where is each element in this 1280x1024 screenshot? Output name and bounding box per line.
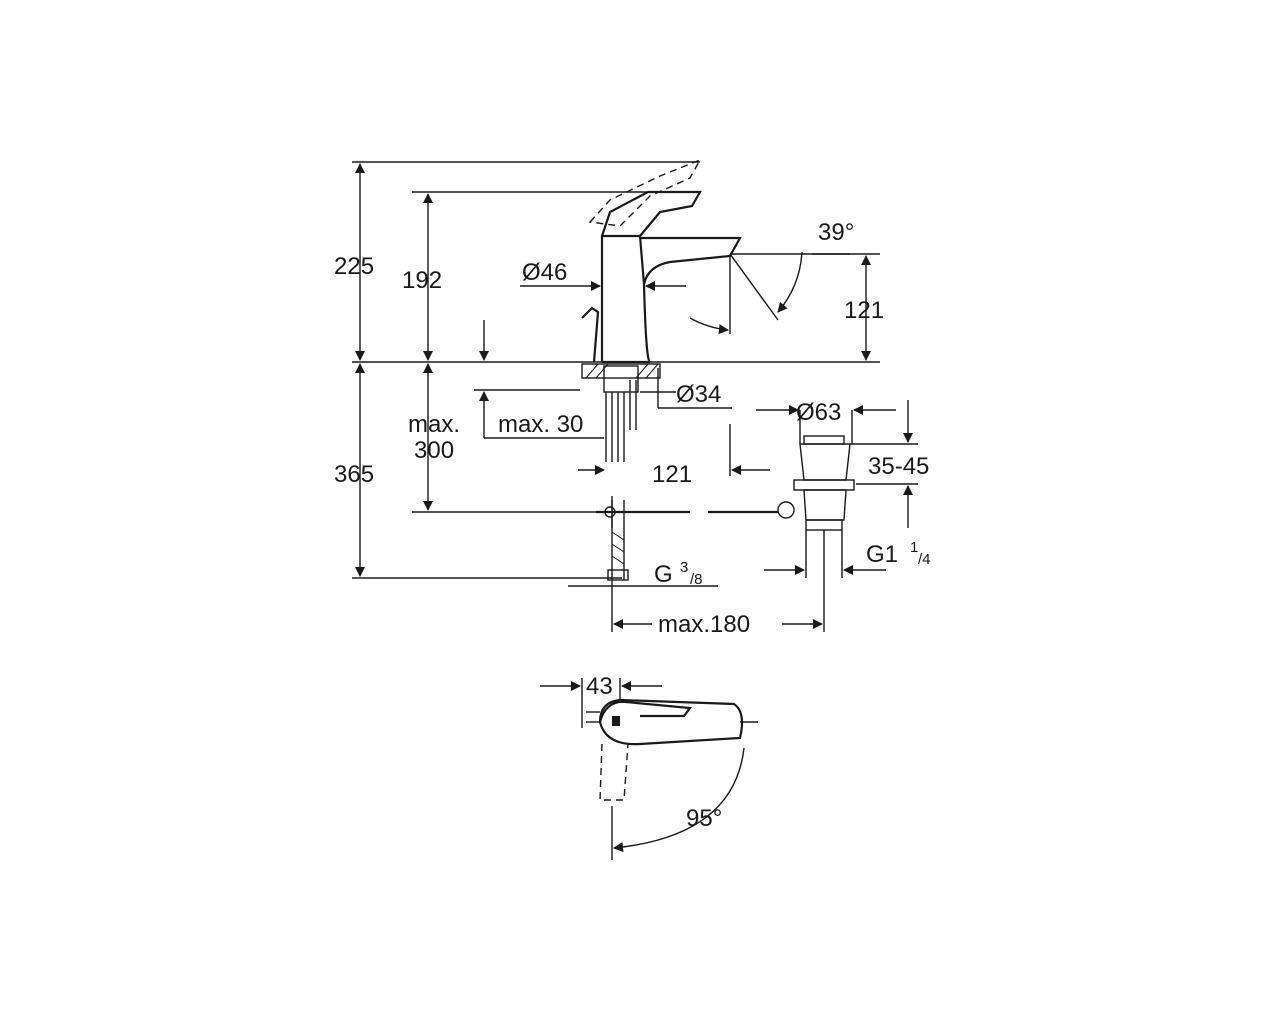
faucet-handle-open	[588, 158, 702, 227]
waste-linkage-knob	[777, 501, 795, 519]
label-handle-rotation: 95°	[686, 805, 722, 832]
label-body-diameter: Ø46	[522, 259, 567, 286]
waste-cap	[803, 435, 845, 445]
label-supply-thread-num: 3	[680, 559, 688, 576]
faucet-body	[600, 234, 652, 364]
label-height-spout: 192	[402, 267, 442, 294]
label-below-deck: 365	[334, 461, 374, 488]
waste-flange	[793, 479, 855, 491]
label-waste-diameter: Ø63	[796, 399, 841, 426]
top-view-handle-rotated	[599, 743, 629, 801]
label-max-thickness: max. 30	[498, 411, 583, 438]
label-tap-hole-diameter: Ø34	[676, 381, 721, 408]
waste-outlet	[805, 519, 843, 531]
mounting-plate	[581, 363, 661, 379]
label-waste-thread-den: /4	[918, 551, 931, 568]
label-spout-reach: 121	[652, 461, 692, 488]
faucet-top-view	[540, 678, 758, 860]
label-supply-thread: G	[654, 561, 673, 588]
label-handle-offset: 43	[586, 673, 613, 700]
dimension-labels: 225 192 Ø46 39° 121 Ø34 max. 30 max. 300…	[334, 219, 931, 832]
label-waste-distance: max.180	[658, 611, 750, 638]
mounting-nut	[603, 365, 639, 393]
label-spout-height: 121	[844, 297, 884, 324]
label-waste-range: 35-45	[868, 453, 929, 480]
dimension-lines	[352, 161, 918, 632]
top-view-handle	[598, 700, 693, 723]
label-spout-angle: 39°	[818, 219, 854, 246]
label-waste-thread: G1	[866, 541, 898, 568]
popup-rod	[581, 306, 600, 363]
mounting-assembly	[581, 363, 661, 581]
label-max-hose-2: 300	[414, 437, 454, 464]
faucet-spout	[640, 236, 742, 285]
top-view-body	[598, 698, 744, 746]
faucet-handle	[600, 190, 702, 237]
label-supply-thread-den: /8	[690, 571, 703, 588]
label-height-total: 225	[334, 253, 374, 280]
supply-connector	[607, 569, 629, 581]
label-waste-thread-num: 1	[910, 539, 918, 556]
label-max-hose-1: max.	[408, 411, 460, 438]
top-view-indicator	[612, 716, 620, 726]
